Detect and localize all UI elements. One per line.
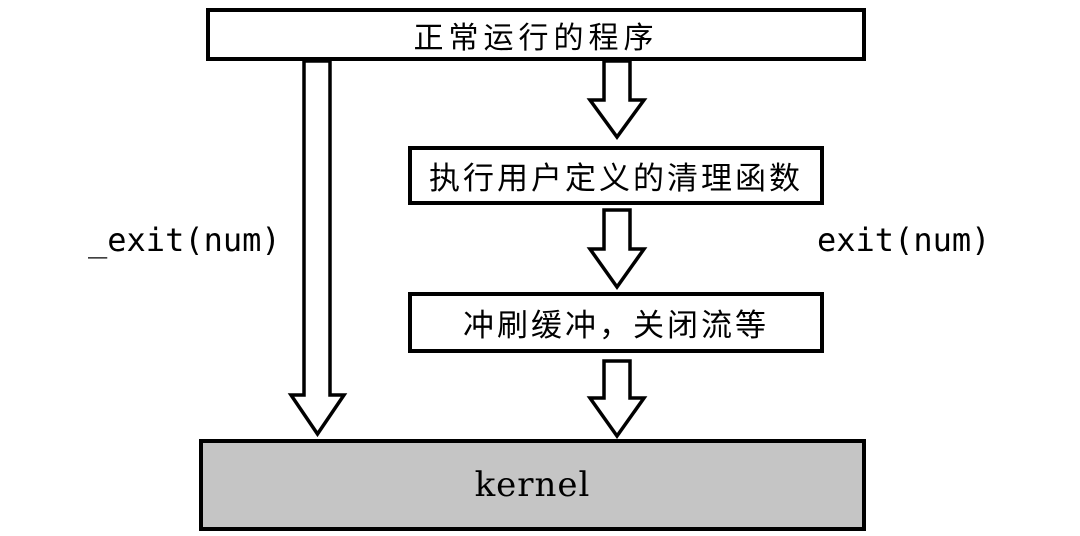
edge-label-exit: exit(num) xyxy=(817,221,991,259)
down-block-arrow-icon-middle xyxy=(586,208,648,291)
down-block-arrow-icon-left xyxy=(287,59,348,438)
down-block-arrow-icon-bottom xyxy=(586,359,648,440)
node-running-program: 正常运行的程序 xyxy=(206,8,866,61)
node-flush-buffers: 冲刷缓冲，关闭流等 xyxy=(408,292,824,353)
edge-label-underscore-exit: _exit(num) xyxy=(88,221,281,259)
node-cleanup-functions: 执行用户定义的清理函数 xyxy=(408,146,824,205)
node-kernel: kernel xyxy=(199,439,866,531)
down-block-arrow-icon-top xyxy=(586,59,648,140)
